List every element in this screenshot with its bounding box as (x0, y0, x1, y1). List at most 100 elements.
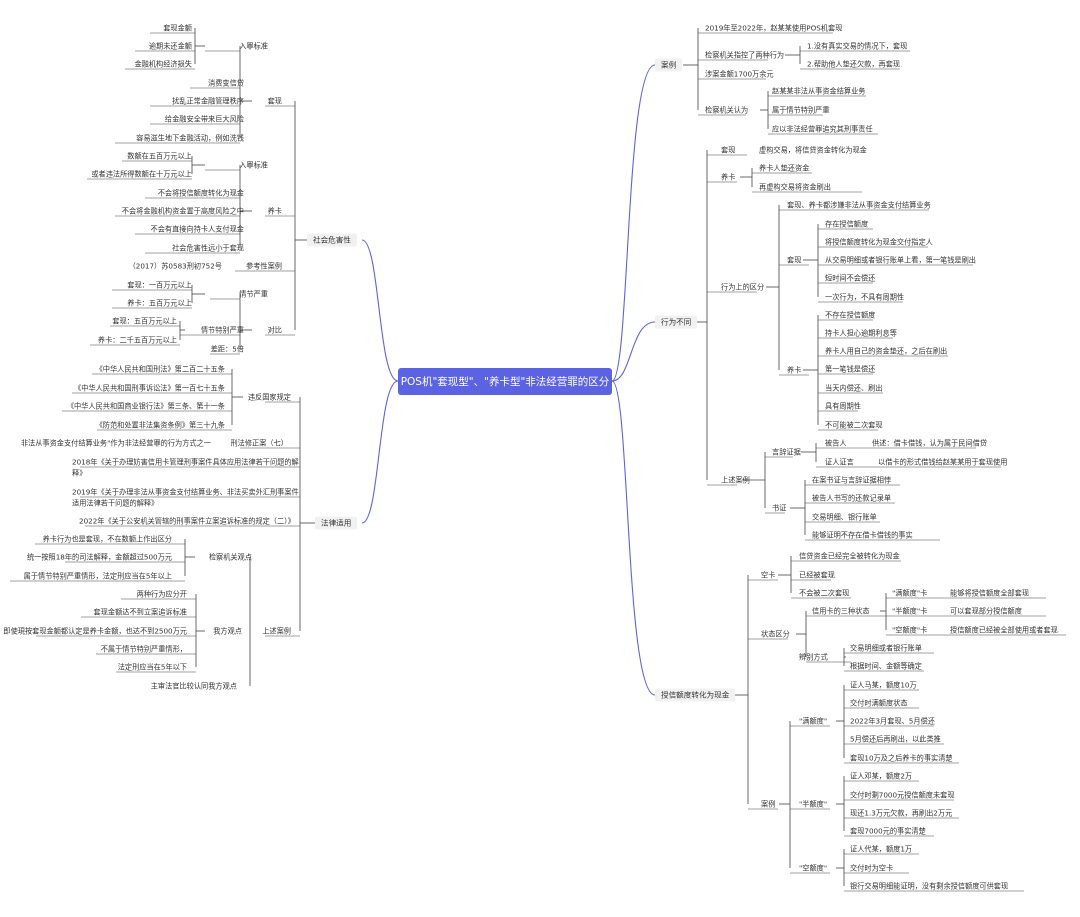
man-2[interactable]: 交付时满额度状态 (850, 698, 908, 708)
zhikong-1[interactable]: 1.没有真实交易的情况下，套现 (807, 41, 908, 51)
cr-text[interactable]: 主审法官比较认同我方观点 (150, 681, 237, 691)
man-1[interactable]: 证人马某，额度10万 (850, 680, 917, 690)
kong-2[interactable]: 交付时为空卡 (850, 863, 894, 873)
man-4[interactable]: 5月偿还后再刷出，以此类推 (850, 734, 941, 744)
sh-taoxian-label[interactable]: 套现 (267, 96, 282, 106)
wf-1[interactable]: 两种行为应分开 (136, 589, 187, 599)
duibi-label[interactable]: 对比 (267, 325, 282, 335)
weifan-3[interactable]: 《中华人民共和国商业银行法》第三条、第十一条 (66, 401, 225, 411)
man-3[interactable]: 2022年3月套现、5月偿还 (850, 716, 935, 726)
bianbie-label[interactable]: 辨别方式 (799, 652, 828, 662)
qd-yk-5[interactable]: 当天内偿还、刷出 (825, 383, 883, 393)
man-5[interactable]: 套现10万及之后养卡的事实清楚 (850, 753, 953, 763)
zr-text[interactable]: 以借卡的形式借钱给赵某某用于套现使用 (878, 457, 1008, 467)
sh-tx-rz-2[interactable]: 逾期未还金额 (148, 41, 192, 51)
state-3-text[interactable]: 授信额度已经被全部使用或者套现 (950, 625, 1058, 635)
doc-2018-b[interactable]: 释》 (72, 468, 87, 478)
qd-yk-3[interactable]: 养卡人用自己的资金垫还，之后在刷出 (825, 346, 948, 356)
doc-2022[interactable]: 2022年《关于公安机关管辖的刑事案件立案追诉标准的规定（二）》 (79, 516, 295, 526)
qd-tx-4[interactable]: 短时间不会偿还 (825, 273, 876, 283)
qd-yk-4[interactable]: 第一笔钱是偿还 (825, 364, 876, 374)
ban-1[interactable]: 证人邓某，额度2万 (850, 771, 913, 781)
shuzheng-label[interactable]: 书证 (772, 503, 787, 513)
zr-label[interactable]: 证人证言 (825, 457, 854, 467)
cankao-text[interactable]: （2017）苏0583刑初752号 (128, 261, 222, 271)
sz-2[interactable]: 被告人书写的还款记录单 (812, 493, 892, 503)
qjyz-1[interactable]: 套现：一百万元以上 (127, 280, 192, 290)
cankao-label[interactable]: 参考性案例 (246, 261, 282, 271)
kongka-2[interactable]: 已经被套现 (799, 570, 835, 580)
doc-2019-a[interactable]: 2019年《关于办理非法从事资金支付结算业务、非法买卖外汇刑事案件 (72, 487, 299, 497)
bgr-text[interactable]: 供述：借卡借钱，认为属于民间借贷 (872, 438, 988, 448)
falv-shangshu-label[interactable]: 上述案例 (262, 626, 291, 636)
ban-2[interactable]: 交付时剩7000元授信额度未套现 (850, 790, 955, 800)
wf-3[interactable]: 即使現按套现金额都认定是养卡金额，也达不到2500万元 (3, 626, 187, 636)
qd-tx-5[interactable]: 一次行为，不具有周期性 (825, 292, 905, 302)
wf-4[interactable]: 不属于情节特别严重情形， (100, 644, 187, 654)
renwei-3[interactable]: 应以非法经营罪追究其刑事责任 (772, 124, 873, 134)
yanci-label[interactable]: 言辞证据 (772, 447, 801, 457)
man-label[interactable]: "满额度" (799, 716, 828, 726)
chaju[interactable]: 差距：5倍 (210, 344, 244, 354)
qjtb-label[interactable]: 情节特别严重 (200, 325, 244, 335)
anli-item-2[interactable]: 检察机关指控了两种行为 (705, 50, 785, 60)
xw-yangka-1[interactable]: 养卡人垫还资金 (759, 163, 810, 173)
renwei-2[interactable]: 属于情节特别严重 (772, 105, 830, 115)
wf-label[interactable]: 我方观点 (213, 626, 242, 636)
sh-tx-4[interactable]: 容易滋生地下金融活动，例如洗钱 (136, 133, 244, 143)
kong-1[interactable]: 证人代某，额度1万 (850, 844, 913, 854)
weifan-4[interactable]: 《防范和处置非法集资条例》第三十九条 (95, 420, 225, 430)
ban-4[interactable]: 套现7000元的事实清楚 (850, 826, 926, 836)
bgr-label[interactable]: 被告人 (825, 438, 847, 448)
state-1-label[interactable]: "满额度"卡 (892, 588, 928, 598)
qd-tx-1[interactable]: 存在授信额度 (825, 219, 869, 229)
anli-item-3[interactable]: 涉案金额1700万余元 (705, 69, 774, 79)
topic-xingwei[interactable]: 行为不同 (655, 315, 698, 329)
jc-3[interactable]: 属于情节特别严重情形，法定刑应当在5年以上 (23, 571, 172, 581)
sh-tx-rz-label[interactable]: 入罪标准 (239, 41, 268, 51)
quduan-head[interactable]: 套现、养卡都涉嫌非法从事资金支付结算业务 (787, 200, 931, 210)
sh-tx-rz-1[interactable]: 套现金额 (163, 23, 192, 33)
wf-2[interactable]: 套现金额达不到立案追诉标准 (93, 607, 187, 617)
ban-3[interactable]: 现还1.3万元欠款，再刷出2万元 (850, 808, 953, 818)
qjtb-2[interactable]: 养卡：二千五百万元以上 (97, 335, 177, 345)
sh-yk-rz-label[interactable]: 入罪标准 (239, 160, 268, 170)
kongka-3[interactable]: 不会被二次套现 (799, 588, 850, 598)
qjtb-1[interactable]: 套现：五百万元以上 (112, 316, 177, 326)
sanzhong-label[interactable]: 信用卡的三种状态 (812, 606, 870, 616)
xiuzheng-text[interactable]: 非法从事资金支付结算业务"作为非法经营罪的行为方式之一 (20, 438, 211, 448)
sh-yk-4[interactable]: 社会危害性远小于套现 (172, 243, 244, 253)
anli-item-4[interactable]: 检察机关认为 (705, 105, 749, 115)
xw-yangka[interactable]: 养卡 (721, 172, 736, 182)
qd-tx-2[interactable]: 将授信额度转化为现金交付指定人 (825, 237, 933, 247)
sh-yk-1[interactable]: 不会将授信额度转化为现金 (157, 188, 244, 198)
state-2-label[interactable]: "半额度"卡 (892, 606, 928, 616)
quduan-yangka[interactable]: 养卡 (787, 365, 802, 375)
state-3-label[interactable]: "空额度"卡 (892, 625, 928, 635)
ban-label[interactable]: "半额度" (799, 799, 828, 809)
sh-tx-rz-3[interactable]: 金融机构经济损失 (134, 59, 192, 69)
qd-yk-7[interactable]: 不可能被二次套现 (825, 420, 883, 430)
sz-3[interactable]: 交易明细、银行账单 (812, 512, 877, 522)
quduan-label[interactable]: 行为上的区分 (721, 282, 765, 292)
xw-taoxian-text[interactable]: 虚构交易，将信贷资金转化为现金 (759, 145, 867, 155)
qd-yk-1[interactable]: 不存在授信额度 (825, 310, 876, 320)
root-topic[interactable]: POS机"套现型"、"养卡型"非法经营罪的区分 (398, 368, 612, 395)
sh-yk-rz-2[interactable]: 或者违法所得数额在十万元以上 (91, 169, 192, 179)
bb-1[interactable]: 交易明细或者银行账单 (850, 643, 922, 653)
weifan-label[interactable]: 违反国家规定 (247, 392, 291, 402)
sz-4[interactable]: 能够证明不存在借卡借钱的事实 (812, 530, 913, 540)
anli-item-1[interactable]: 2019年至2022年，赵某某使用POS机套现 (705, 23, 843, 33)
topic-shehui[interactable]: 社会危害性 (307, 233, 357, 247)
weifan-1[interactable]: 《中华人民共和国刑法》第二百二十五条 (95, 364, 225, 374)
kongka-label[interactable]: 空卡 (761, 570, 776, 580)
bb-2[interactable]: 根据时间、金额等确定 (850, 661, 922, 671)
topic-falv[interactable]: 法律适用 (315, 516, 358, 530)
zhuangtai-label[interactable]: 状态区分 (761, 629, 790, 639)
topic-shouxin[interactable]: 授信额度转化为现金 (655, 688, 736, 702)
kong-label[interactable]: "空额度" (799, 863, 828, 873)
topic-anli[interactable]: 案例 (655, 58, 683, 72)
zhikong-2[interactable]: 2.帮助他人垫还欠款，再套现 (807, 59, 901, 69)
sh-yangka-label[interactable]: 养卡 (267, 206, 282, 216)
wf-5[interactable]: 法定刑应当在5年以下 (117, 662, 187, 672)
